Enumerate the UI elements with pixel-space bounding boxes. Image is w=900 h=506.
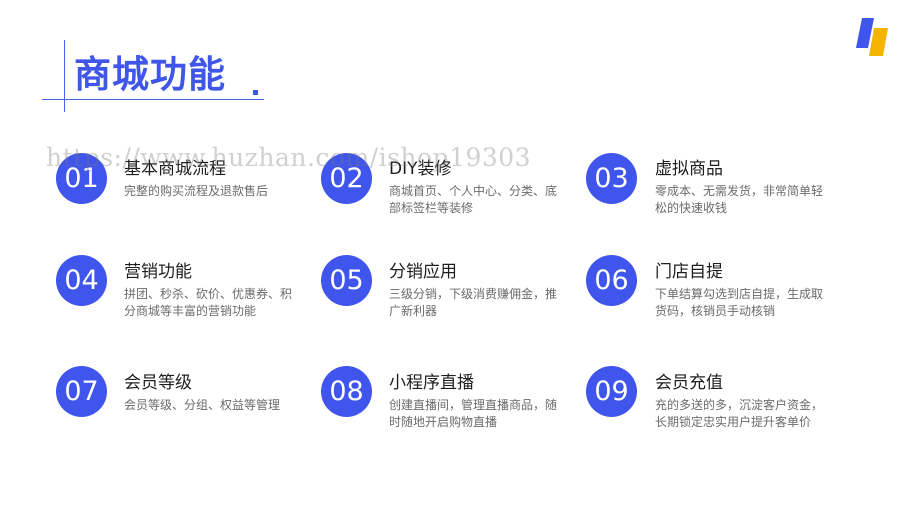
page-title: 商城功能	[74, 53, 226, 96]
feature-title: 分销应用	[389, 262, 457, 282]
feature-number-badge: 06	[586, 255, 637, 306]
title-vertical-line	[64, 40, 65, 112]
feature-title: 虚拟商品	[655, 159, 723, 179]
feature-number-badge: 08	[321, 366, 372, 417]
title-underline	[42, 99, 264, 100]
brand-logo-icon	[856, 18, 888, 56]
feature-title: 会员等级	[124, 373, 192, 393]
watermark-text: https://www.huzhan.com/ishop19303	[46, 143, 532, 172]
feature-number-badge: 02	[321, 153, 372, 204]
feature-title: 小程序直播	[389, 373, 474, 393]
feature-title: 门店自提	[655, 262, 723, 282]
feature-number-badge: 09	[586, 366, 637, 417]
feature-description: 零成本、无需发货，非常简单轻松的快速收钱	[655, 184, 824, 215]
feature-description: 完整的购买流程及退款售后	[124, 184, 269, 198]
feature-number-badge: 04	[56, 255, 107, 306]
feature-number-badge: 01	[56, 153, 107, 204]
feature-description: 会员等级、分组、权益等管理	[124, 398, 281, 412]
feature-title: 基本商城流程	[124, 159, 226, 179]
feature-description: 创建直播间，管理直播商品，随时随地开启购物直播	[389, 398, 558, 429]
feature-description: 三级分销，下级消费赚佣金，推广新利器	[389, 287, 558, 318]
feature-title: 营销功能	[124, 262, 192, 282]
feature-description: 商城首页、个人中心、分类、底部标签栏等装修	[389, 184, 558, 215]
feature-description: 下单结算勾选到店自提，生成取货码，核销员手动核销	[655, 287, 824, 318]
feature-number-badge: 05	[321, 255, 372, 306]
feature-title: 会员充值	[655, 373, 723, 393]
feature-title: DIY装修	[389, 159, 452, 179]
feature-description: 充的多送的多，沉淀客户资金，长期锁定忠实用户提升客单价	[655, 398, 824, 429]
feature-description: 拼团、秒杀、砍价、优惠券、积分商城等丰富的营销功能	[124, 287, 293, 318]
title-accent-dot	[253, 90, 258, 95]
feature-number-badge: 07	[56, 366, 107, 417]
feature-number-badge: 03	[586, 153, 637, 204]
